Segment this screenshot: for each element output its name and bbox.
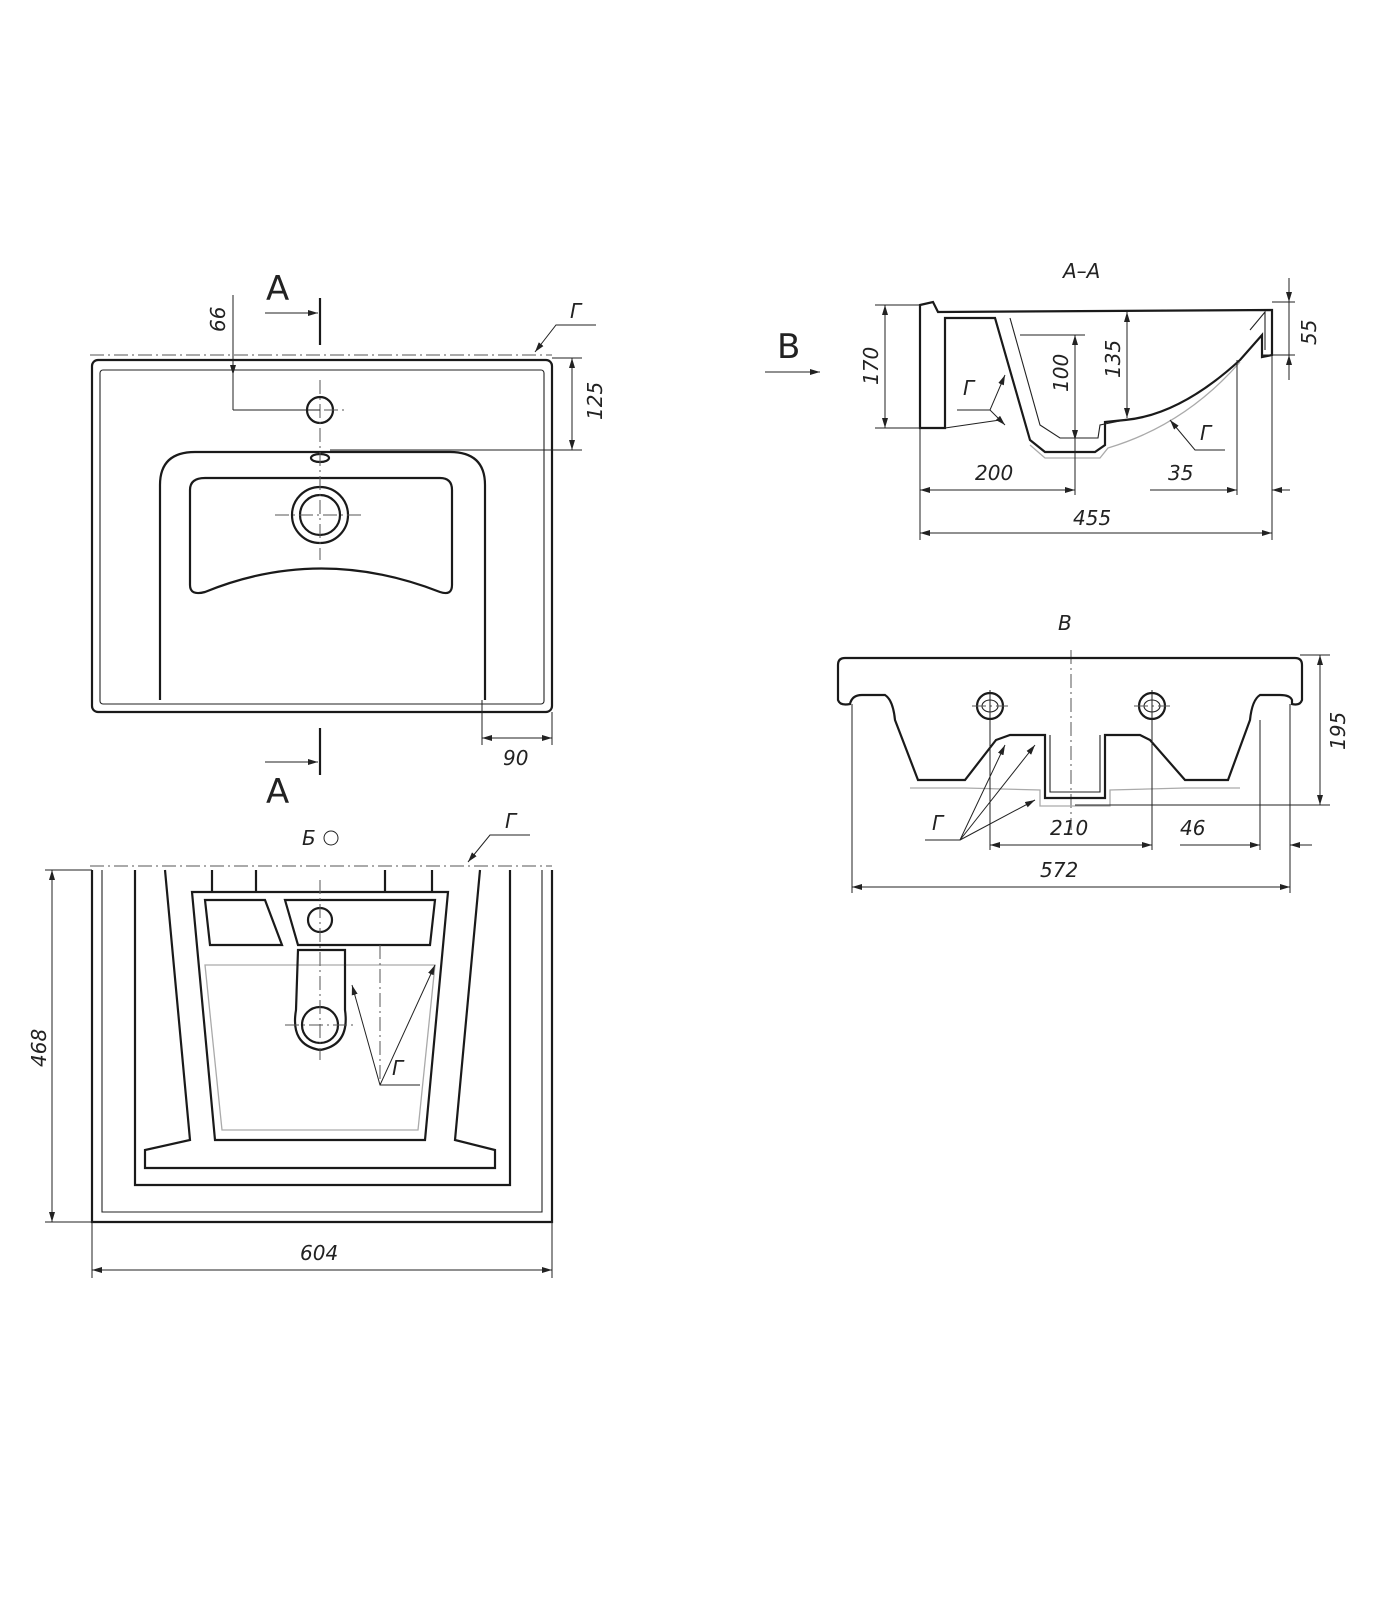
- dim-455: 455: [1073, 506, 1111, 530]
- view-b-title: B: [1058, 611, 1072, 635]
- dim-55: 55: [1297, 320, 1321, 345]
- top-view: A A 66 125 90 Г: [90, 269, 607, 812]
- bowl-outline: [158, 450, 487, 700]
- dim-572: 572: [1040, 858, 1078, 882]
- section-mark-a-bottom: A: [266, 772, 289, 812]
- note-g: Г: [932, 811, 945, 835]
- note-g-right: Г: [1200, 421, 1213, 445]
- dim-125: 125: [583, 382, 607, 420]
- view-label-b: Б: [302, 826, 316, 850]
- section-title: A–A: [1061, 259, 1100, 283]
- dim-170: 170: [859, 347, 883, 385]
- dim-35: 35: [1168, 461, 1193, 485]
- rotation-icon: [323, 830, 339, 846]
- note-g-inner: Г: [392, 1056, 405, 1080]
- view-b: B 195 210 46 572 Г: [836, 611, 1350, 893]
- note-g: Г: [570, 299, 583, 323]
- basin-outline: [188, 476, 454, 595]
- dim-66: 66: [206, 307, 230, 332]
- dim-135: 135: [1101, 340, 1125, 378]
- dim-200: 200: [975, 461, 1013, 485]
- dim-46: 46: [1180, 816, 1205, 840]
- note-g: Г: [505, 809, 518, 833]
- note-g-left: Г: [963, 376, 976, 400]
- dim-468: 468: [27, 1029, 51, 1067]
- dim-100: 100: [1049, 354, 1073, 392]
- bottom-view: Б Г Г 468 604: [27, 809, 554, 1278]
- dim-210: 210: [1050, 816, 1088, 840]
- dim-604: 604: [300, 1241, 338, 1265]
- dim-90: 90: [503, 746, 528, 770]
- section-outline: [918, 300, 1274, 454]
- section-mark-a-top: A: [266, 269, 289, 309]
- view-b-outline: [836, 656, 1304, 800]
- dim-195: 195: [1326, 712, 1350, 750]
- section-a-a: A–A B 170 100 135 55 200 35 455 Г Г: [765, 259, 1321, 540]
- view-arrow-label: B: [777, 327, 800, 367]
